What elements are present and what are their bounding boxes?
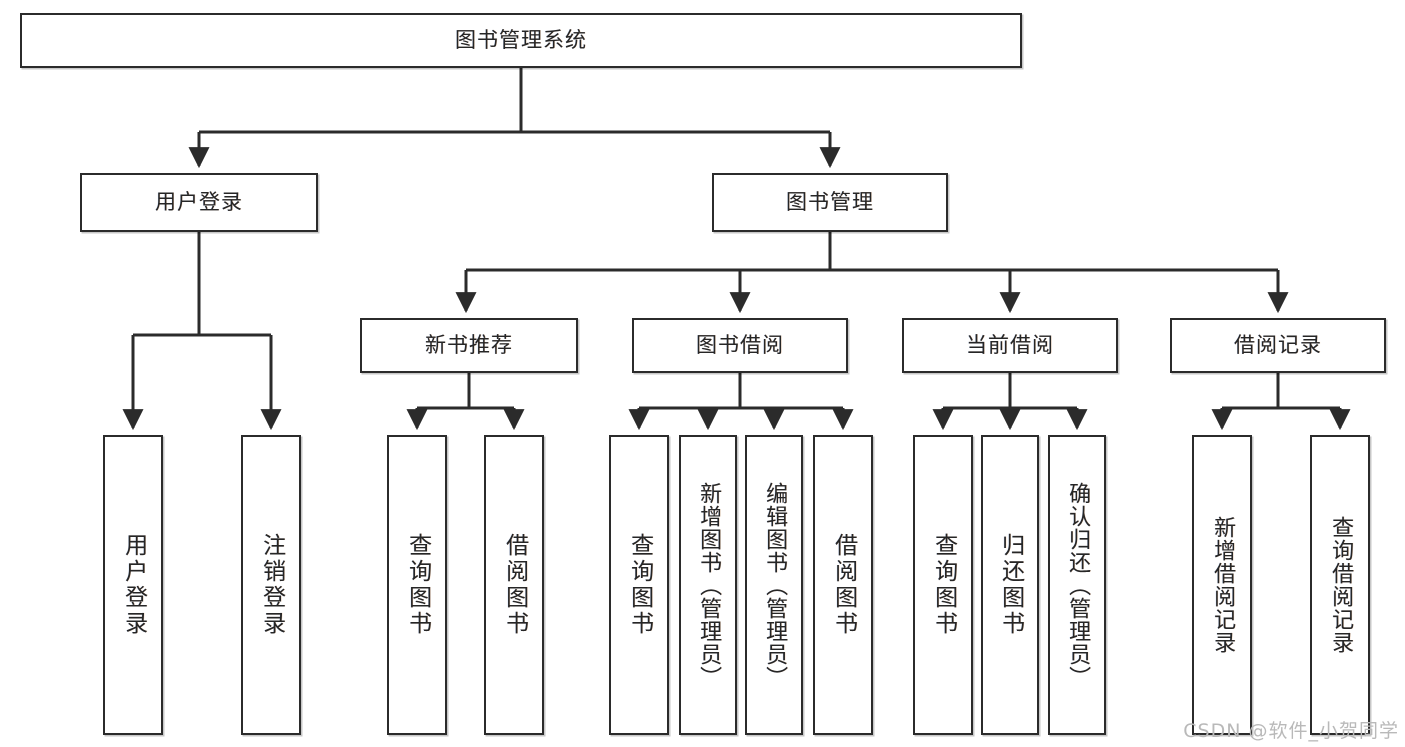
leaf-label: 借阅图书 bbox=[501, 533, 528, 637]
leaf-label: 查询借阅记录 bbox=[1328, 516, 1354, 654]
leaf-user-login-login[interactable]: 用户登录 bbox=[103, 435, 163, 735]
node-book-management[interactable]: 图书管理 bbox=[712, 173, 948, 232]
leaf-current-return-book[interactable]: 归还图书 bbox=[981, 435, 1039, 735]
leaf-label: 查询图书 bbox=[930, 533, 957, 637]
leaf-label: 归还图书 bbox=[997, 533, 1024, 637]
leaf-label: 用户登录 bbox=[120, 533, 147, 637]
node-label: 借阅记录 bbox=[1234, 333, 1322, 358]
leaf-label: 确认归还（管理员） bbox=[1065, 481, 1091, 689]
leaf-current-confirm-return-admin[interactable]: 确认归还（管理员） bbox=[1048, 435, 1106, 735]
leaf-current-query-book[interactable]: 查询图书 bbox=[913, 435, 973, 735]
node-book-borrow[interactable]: 图书借阅 bbox=[632, 318, 848, 373]
leaf-label: 注销登录 bbox=[258, 533, 285, 637]
node-label: 用户登录 bbox=[155, 190, 243, 215]
node-root-system[interactable]: 图书管理系统 bbox=[20, 13, 1022, 68]
leaf-label: 新增图书（管理员） bbox=[696, 481, 722, 689]
leaf-recommend-query-book[interactable]: 查询图书 bbox=[387, 435, 447, 735]
leaf-record-add-record[interactable]: 新增借阅记录 bbox=[1192, 435, 1252, 735]
leaf-label: 新增借阅记录 bbox=[1210, 516, 1236, 654]
leaf-label: 查询图书 bbox=[626, 533, 653, 637]
node-label: 图书借阅 bbox=[696, 333, 784, 358]
leaf-label: 编辑图书（管理员） bbox=[762, 481, 788, 689]
leaf-record-query-record[interactable]: 查询借阅记录 bbox=[1310, 435, 1370, 735]
node-new-book-recommend[interactable]: 新书推荐 bbox=[360, 318, 578, 373]
node-borrow-record[interactable]: 借阅记录 bbox=[1170, 318, 1386, 373]
node-current-borrow[interactable]: 当前借阅 bbox=[902, 318, 1118, 373]
leaf-borrow-query-book[interactable]: 查询图书 bbox=[609, 435, 669, 735]
leaf-label: 查询图书 bbox=[404, 533, 431, 637]
watermark-credit: CSDN @软件_小贺同学 bbox=[1183, 720, 1399, 742]
leaf-user-login-logout[interactable]: 注销登录 bbox=[241, 435, 301, 735]
node-label: 图书管理 bbox=[786, 190, 874, 215]
leaf-label: 借阅图书 bbox=[830, 533, 857, 637]
node-label: 新书推荐 bbox=[425, 333, 513, 358]
leaf-recommend-borrow-book[interactable]: 借阅图书 bbox=[484, 435, 544, 735]
leaf-borrow-add-book-admin[interactable]: 新增图书（管理员） bbox=[679, 435, 737, 735]
node-label: 当前借阅 bbox=[966, 333, 1054, 358]
node-label: 图书管理系统 bbox=[455, 28, 587, 53]
leaf-borrow-edit-book-admin[interactable]: 编辑图书（管理员） bbox=[745, 435, 803, 735]
leaf-borrow-borrow-book[interactable]: 借阅图书 bbox=[813, 435, 873, 735]
node-user-login[interactable]: 用户登录 bbox=[80, 173, 318, 232]
